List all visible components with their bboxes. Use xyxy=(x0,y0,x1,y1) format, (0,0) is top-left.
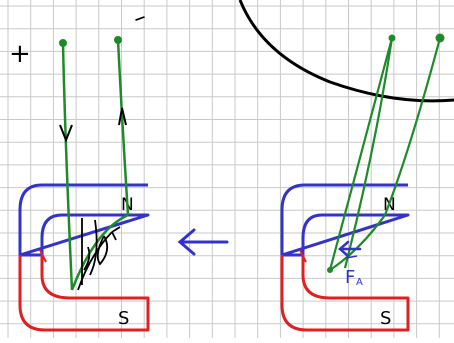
right-circuit-wire xyxy=(328,37,442,271)
force-vector-arrow xyxy=(338,240,362,258)
right-magnet: N S xyxy=(280,183,410,332)
right-wire-contact xyxy=(327,267,333,273)
force-label: F A xyxy=(345,255,363,288)
right-magnet-south-pole xyxy=(280,255,410,332)
left-terminal-minus xyxy=(114,36,122,44)
left-terminal-plus xyxy=(59,39,67,47)
force-label-f: F xyxy=(345,267,355,288)
current-down-arrow xyxy=(59,124,73,143)
right-terminal-a xyxy=(388,34,396,42)
left-south-label: S xyxy=(118,308,129,329)
field-lines-scribble xyxy=(77,218,121,291)
right-terminal-b xyxy=(435,33,445,43)
left-magnet-south-pole xyxy=(18,255,150,332)
right-south-label: S xyxy=(380,308,391,329)
right-magnet-gap-mark xyxy=(299,249,307,263)
force-label-subscript: A xyxy=(356,277,363,288)
right-magnet-north-pole xyxy=(280,183,410,257)
plus-sign: + xyxy=(9,39,31,69)
left-magnet-gap-mark xyxy=(39,249,47,263)
direction-arrow-left xyxy=(177,228,229,256)
left-magnet: N S xyxy=(18,183,150,332)
left-magnet-north-pole xyxy=(18,183,150,257)
minus-sign: – xyxy=(129,2,150,32)
current-up-arrow xyxy=(118,107,127,126)
circle-arc xyxy=(238,0,454,103)
